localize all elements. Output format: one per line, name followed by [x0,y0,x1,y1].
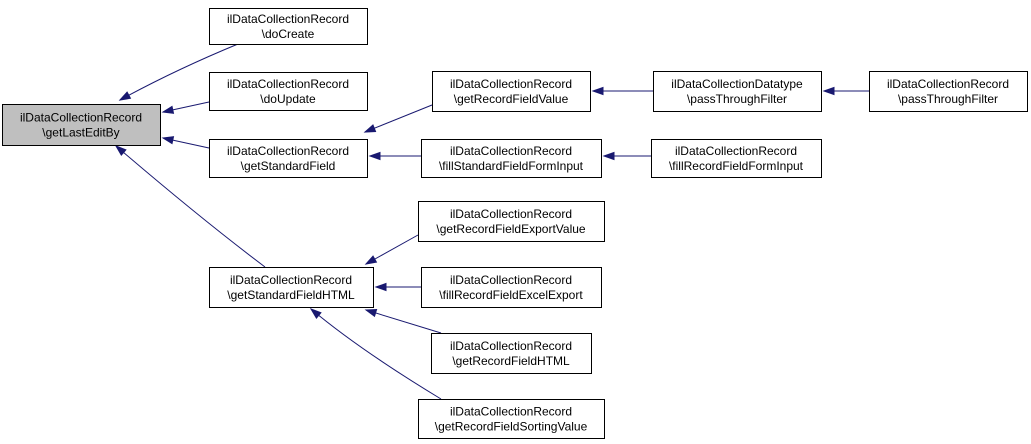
arrowhead [309,308,322,319]
node-method-label: \getRecordFieldSortingValue [435,420,588,434]
node-class-label: ilDataCollectionRecord [20,111,142,125]
node-box [869,71,1028,112]
edge-fillRecordFieldExcelExport-to-getStandardFieldHTML [374,282,421,292]
arrowhead [591,86,604,96]
edge-fillRecordFieldFormInput-to-fillStandardFieldFormInput [602,151,651,161]
arrowhead [602,151,615,161]
node-class-label: ilDataCollectionRecord [450,207,572,221]
node-fillRecordFieldFormInput[interactable]: ilDataCollectionRecord\fillRecordFieldFo… [651,139,822,178]
arrowhead [114,145,127,157]
arrowhead [364,309,378,318]
node-class-label: ilDataCollectionRecord [450,339,572,353]
nodes-layer: ilDataCollectionRecord\getLastEditByilDa… [2,8,1028,439]
node-box [209,72,368,111]
node-class-label: ilDataCollectionRecord [887,77,1009,91]
arrowhead [822,86,835,96]
node-getRecordFieldHTML[interactable]: ilDataCollectionRecord\getRecordFieldHTM… [431,333,592,374]
node-doCreate[interactable]: ilDataCollectionRecord\doCreate [209,8,368,45]
node-getRecordFieldExportValue[interactable]: ilDataCollectionRecord\getRecordFieldExp… [418,201,605,242]
arrowhead [161,136,175,145]
node-method-label: \fillRecordFieldExcelExport [439,288,583,302]
node-getStandardFieldHTML[interactable]: ilDataCollectionRecord\getStandardFieldH… [209,267,374,308]
node-class-label: ilDataCollectionRecord [227,144,349,158]
node-box [418,201,605,242]
node-getRecordFieldSortingValue[interactable]: ilDataCollectionRecord\getRecordFieldSor… [418,399,605,439]
node-class-label: ilDataCollectionRecord [230,273,352,287]
node-box [651,139,822,178]
edge-getRecordFieldValue-to-getStandardField [363,104,433,133]
node-class-label: ilDataCollectionRecord [450,77,572,91]
edge-line [365,309,442,334]
node-box [421,267,602,308]
node-recordPassThroughFilter[interactable]: ilDataCollectionRecord\passThroughFilter [869,71,1028,112]
edge-line [364,104,433,133]
node-class-label: ilDataCollectionRecord [450,273,572,287]
edge-getStandardFieldHTML-to-getLastEditBy [114,145,266,268]
node-method-label: \getRecordFieldValue [454,92,569,106]
edge-line [119,43,239,101]
edge-line [310,308,442,400]
node-class-label: ilDataCollectionDatatype [671,77,803,91]
node-class-label: ilDataCollectionRecord [450,405,572,419]
arrowhead [374,282,387,292]
edge-doUpdate-to-getLastEditBy [161,101,210,114]
edge-fillStandardFieldFormInput-to-getStandardField [368,151,421,161]
arrowhead [118,91,132,101]
node-box [209,139,368,178]
arrowhead [363,124,377,133]
node-class-label: ilDataCollectionRecord [450,144,572,158]
edge-getStandardField-to-getLastEditBy [161,136,210,149]
edge-doCreate-to-getLastEditBy [118,43,239,101]
node-class-label: ilDataCollectionRecord [675,144,797,158]
node-datatypePassThroughFilter[interactable]: ilDataCollectionDatatype\passThroughFilt… [653,71,822,112]
node-method-label: \passThroughFilter [687,92,787,106]
node-box [2,104,161,146]
node-method-label: \getLastEditBy [42,126,119,140]
node-doUpdate[interactable]: ilDataCollectionRecord\doUpdate [209,72,368,111]
node-box [431,333,592,374]
edge-datatypePassThroughFilter-to-getRecordFieldValue [591,86,653,96]
node-class-label: ilDataCollectionRecord [227,77,349,91]
node-getRecordFieldValue[interactable]: ilDataCollectionRecord\getRecordFieldVal… [432,71,591,112]
node-box [432,71,591,112]
node-getLastEditBy[interactable]: ilDataCollectionRecord\getLastEditBy [2,104,161,146]
node-class-label: ilDataCollectionRecord [227,12,349,26]
arrowhead [161,105,175,114]
node-method-label: \fillStandardFieldFormInput [439,159,584,173]
node-box [209,267,374,308]
node-box [209,8,368,45]
edge-getRecordFieldSortingValue-to-getStandardFieldHTML [309,308,442,400]
node-getStandardField[interactable]: ilDataCollectionRecord\getStandardField [209,139,368,178]
edges-layer [114,43,869,400]
edge-getRecordFieldExportValue-to-getStandardFieldHTML [364,234,419,265]
edge-recordPassThroughFilter-to-datatypePassThroughFilter [822,86,869,96]
node-method-label: \fillRecordFieldFormInput [669,159,804,173]
edge-getRecordFieldHTML-to-getStandardFieldHTML [364,309,442,334]
arrowhead [364,255,378,265]
node-method-label: \doCreate [262,27,315,41]
node-method-label: \getRecordFieldHTML [452,354,570,368]
edge-line [115,145,266,268]
node-box [653,71,822,112]
node-fillStandardFieldFormInput[interactable]: ilDataCollectionRecord\fillStandardField… [421,139,602,178]
node-method-label: \doUpdate [260,92,316,106]
node-method-label: \passThroughFilter [898,92,998,106]
node-box [421,139,602,178]
node-method-label: \getStandardField [241,159,336,173]
node-method-label: \getRecordFieldExportValue [436,222,586,236]
node-box [418,399,605,439]
node-method-label: \getStandardFieldHTML [227,288,355,302]
node-fillRecordFieldExcelExport[interactable]: ilDataCollectionRecord\fillRecordFieldEx… [421,267,602,308]
arrowhead [368,151,381,161]
